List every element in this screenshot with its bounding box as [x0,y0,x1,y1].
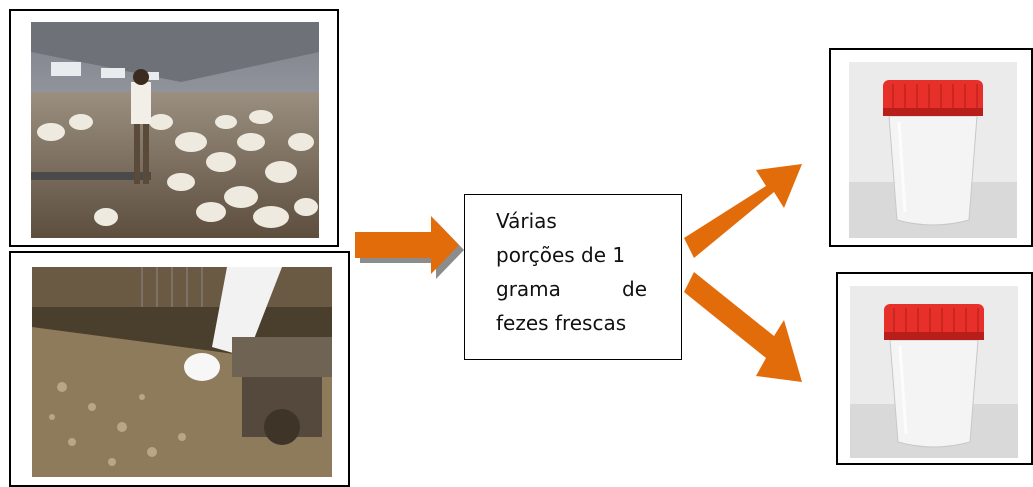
description-line-4: fezes frescas [496,311,627,335]
feces-collection-photo-frame [9,251,350,487]
split-arrows [680,150,820,390]
description-line-2: porções de 1 [496,243,626,267]
description-line-3a: grama [496,277,561,301]
process-arrow [353,214,465,280]
feces-collection-photo [32,267,332,477]
sample-cup-photo-2 [850,286,1018,458]
description-line-1: Várias [496,209,557,233]
description-line-3b: de [622,277,647,301]
sample-cup-photo-1 [849,62,1017,238]
sample-description-box: Várias porções de 1 grama de fezes fresc… [464,194,682,360]
sample-cup-photo-frame-1 [829,48,1033,247]
sample-cup-photo-frame-2 [836,272,1033,465]
poultry-house-photo-frame [9,9,339,247]
poultry-house-photo [31,22,319,238]
